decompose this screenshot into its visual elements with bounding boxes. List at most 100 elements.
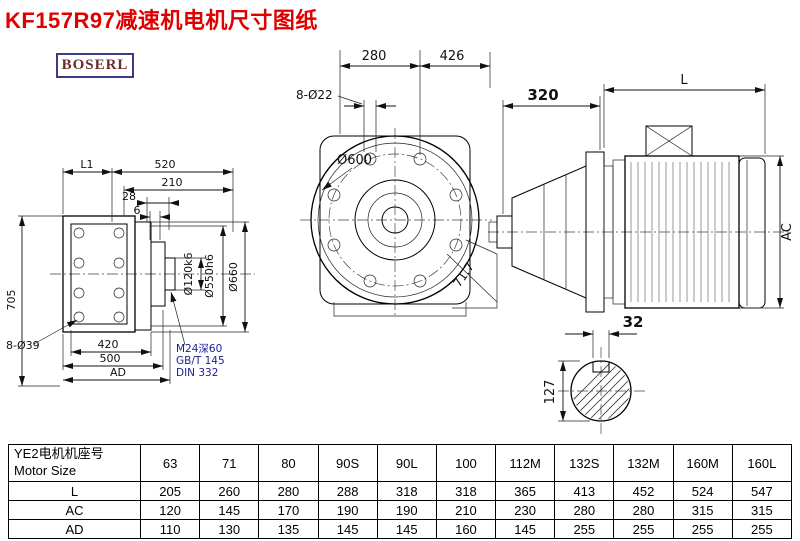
dim-O600-label: Ø600 bbox=[337, 153, 372, 168]
motor-dimension-table: YE2电机机座号 Motor Size 63 71 80 90S 90L 100… bbox=[8, 444, 793, 539]
cell-L: 205 bbox=[139, 481, 201, 501]
cell-L: 260 bbox=[199, 481, 260, 501]
holes-8xO39-label: 8-Ø39 bbox=[6, 339, 40, 352]
dim-320-label: 320 bbox=[527, 86, 558, 104]
dim-520-label: 520 bbox=[155, 158, 176, 171]
size-col-header: 80 bbox=[258, 444, 319, 482]
dim-420-label: 420 bbox=[98, 338, 119, 351]
row-label-AD: AD bbox=[8, 519, 141, 539]
flange-outer-circle bbox=[310, 135, 480, 305]
cell-L: 452 bbox=[613, 481, 674, 501]
cell-AD: 255 bbox=[731, 519, 793, 539]
cell-AC: 230 bbox=[495, 500, 556, 520]
cell-AC: 190 bbox=[376, 500, 437, 520]
cell-AC: 280 bbox=[613, 500, 674, 520]
fan-cover bbox=[738, 157, 766, 309]
cell-AC: 170 bbox=[258, 500, 319, 520]
cell-AD: 255 bbox=[672, 519, 733, 539]
cell-AC: 280 bbox=[554, 500, 615, 520]
spigot-diameter-label: Ø550h6 bbox=[203, 254, 216, 298]
size-col-header: 160L bbox=[731, 444, 793, 482]
table-row-L: L 205 260 280 288 318 318 365 413 452 52… bbox=[8, 481, 793, 501]
motor-size-header-cn: YE2电机机座号 bbox=[14, 446, 104, 462]
output-shaft bbox=[164, 257, 176, 291]
cell-AD: 255 bbox=[554, 519, 615, 539]
output-flange bbox=[134, 221, 152, 331]
cell-AC: 315 bbox=[672, 500, 733, 520]
keyway bbox=[592, 362, 610, 373]
cell-L: 524 bbox=[672, 481, 733, 501]
flange-holes-8xO22 bbox=[327, 152, 463, 288]
dim-28-label: 28 bbox=[122, 190, 136, 203]
cell-L: 288 bbox=[317, 481, 378, 501]
cell-AC: 315 bbox=[731, 500, 793, 520]
size-col-header: 63 bbox=[139, 444, 201, 482]
side-view: 320 L AC bbox=[488, 73, 795, 313]
size-col-header: 90S bbox=[317, 444, 378, 482]
cell-AD: 135 bbox=[258, 519, 319, 539]
motor-size-header: YE2电机机座号 Motor Size bbox=[8, 444, 141, 482]
dim-AD-label: AD bbox=[110, 366, 126, 379]
center-bore bbox=[381, 206, 409, 234]
note-tapped-hole: M24深60 bbox=[176, 343, 222, 355]
cell-AD: 145 bbox=[376, 519, 437, 539]
cell-AD: 255 bbox=[613, 519, 674, 539]
dim-127-label: 127 bbox=[543, 380, 558, 405]
dim-6-label: 6 bbox=[134, 204, 141, 217]
cell-L: 280 bbox=[258, 481, 319, 501]
table-header-row: YE2电机机座号 Motor Size 63 71 80 90S 90L 100… bbox=[8, 444, 793, 482]
size-col-header: 112M bbox=[495, 444, 556, 482]
dim-426-label: 426 bbox=[440, 49, 465, 64]
dim-500-label: 500 bbox=[100, 352, 121, 365]
row-label-AC: AC bbox=[8, 500, 141, 520]
front-view: L1 520 210 28 6 705 420 bbox=[5, 158, 255, 387]
cell-AD: 145 bbox=[317, 519, 378, 539]
mounting-holes-8xO39 bbox=[73, 227, 125, 323]
cell-AD: 160 bbox=[435, 519, 497, 539]
size-col-header: 100 bbox=[435, 444, 497, 482]
size-col-header: 90L bbox=[376, 444, 437, 482]
flange-diameter-label: Ø660 bbox=[227, 262, 240, 292]
angle-71-7-label: 71.7 bbox=[450, 260, 477, 290]
dim-705-label: 705 bbox=[5, 290, 18, 311]
dim-AC-label: AC bbox=[780, 223, 795, 241]
cell-AD: 130 bbox=[199, 519, 260, 539]
note-gb-standard: GB/T 145 bbox=[176, 355, 225, 367]
terminal-box bbox=[645, 125, 693, 157]
cell-L: 318 bbox=[376, 481, 437, 501]
section-hatching bbox=[572, 362, 630, 420]
cell-L: 547 bbox=[731, 481, 793, 501]
cell-L: 318 bbox=[435, 481, 497, 501]
shaft-circle bbox=[570, 360, 632, 422]
size-col-header: 160M bbox=[672, 444, 733, 482]
brand-logo: BOSERL bbox=[56, 53, 134, 78]
motor-cooling-fins bbox=[630, 162, 730, 302]
cell-AD: 110 bbox=[139, 519, 201, 539]
size-col-header: 132S bbox=[554, 444, 615, 482]
cell-AC: 145 bbox=[199, 500, 260, 520]
dim-210-label: 210 bbox=[162, 176, 183, 189]
cell-AC: 120 bbox=[139, 500, 201, 520]
dim-32-label: 32 bbox=[623, 313, 644, 331]
dim-280-label: 280 bbox=[362, 49, 387, 64]
cell-L: 365 bbox=[495, 481, 556, 501]
holes-8xO22-label: 8-Ø22 bbox=[296, 88, 333, 102]
shaft-diameter-label: Ø120k6 bbox=[182, 252, 195, 295]
dim-L1-label: L1 bbox=[80, 158, 93, 171]
cell-AC: 210 bbox=[435, 500, 497, 520]
table-row-AC: AC 120 145 170 190 190 210 230 280 280 3… bbox=[8, 500, 793, 520]
row-label-L: L bbox=[8, 481, 141, 501]
bolt-circle bbox=[328, 153, 462, 287]
motor-size-header-en: Motor Size bbox=[14, 463, 77, 478]
cell-L: 413 bbox=[554, 481, 615, 501]
dim-L-label: L bbox=[680, 73, 688, 88]
flange-view: Ø600 280 426 8-Ø22 71.7 bbox=[296, 49, 498, 317]
size-col-header: 132M bbox=[613, 444, 674, 482]
note-din-standard: DIN 332 bbox=[176, 367, 218, 379]
cell-AD: 145 bbox=[495, 519, 556, 539]
shaft-cross-section: 32 127 bbox=[543, 313, 646, 435]
cell-AC: 190 bbox=[317, 500, 378, 520]
page-title: KF157R97减速机电机尺寸图纸 bbox=[5, 8, 318, 33]
